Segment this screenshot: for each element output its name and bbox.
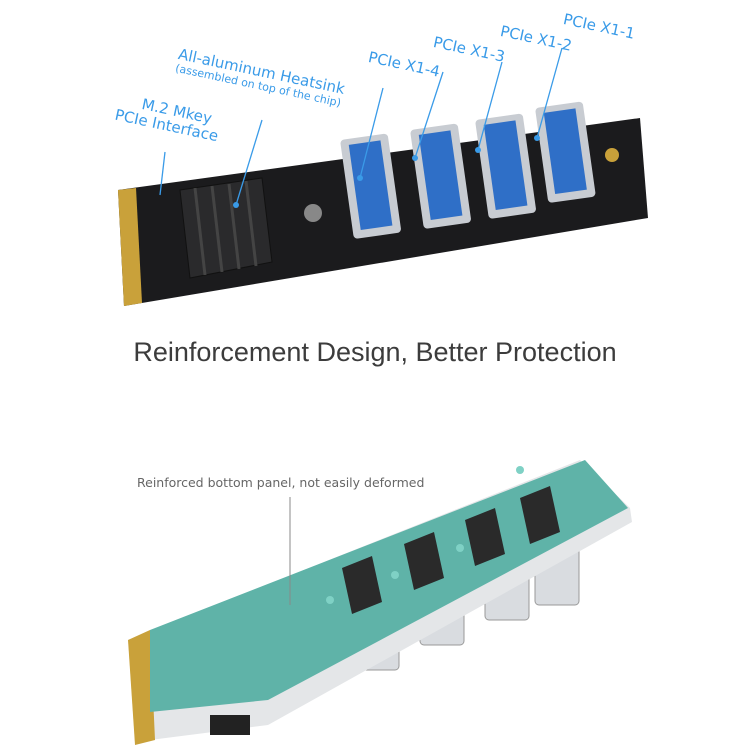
reinforced-panel bbox=[150, 460, 628, 712]
bottom-board bbox=[128, 460, 632, 745]
gold-edge-connector bbox=[118, 188, 142, 306]
slots bbox=[342, 486, 560, 614]
top-board bbox=[118, 101, 648, 306]
headline: Reinforcement Design, Better Protection bbox=[133, 337, 617, 367]
standoff-icon bbox=[304, 204, 322, 222]
gold-edge-connector bbox=[128, 630, 155, 745]
leader-lines bbox=[159, 47, 563, 206]
bottom-panel-note: Reinforced bottom panel, not easily defo… bbox=[137, 475, 425, 490]
usb-ports bbox=[340, 101, 596, 239]
heatsink bbox=[179, 177, 273, 279]
